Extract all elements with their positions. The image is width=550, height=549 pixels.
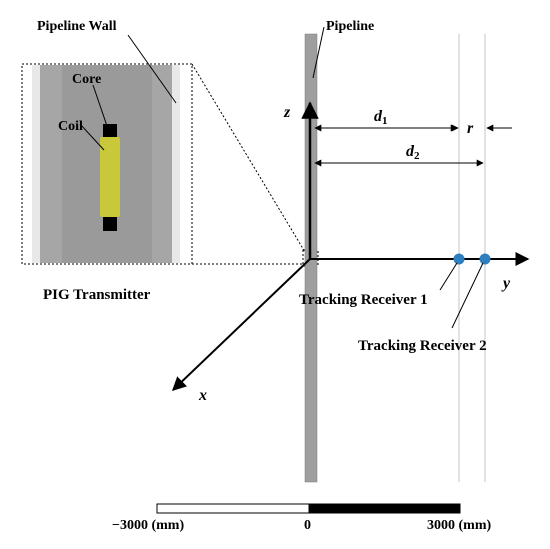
scale-bar-right-label: 3000 (mm) (427, 518, 491, 533)
inset-frame (21, 63, 193, 265)
x-axis (171, 258, 311, 391)
inset-pipe-band-left (40, 65, 62, 263)
y-axis-label: y (501, 275, 511, 292)
core-label: Core (72, 72, 101, 87)
pipeline-leader (312, 26, 325, 79)
d2-label: d2 (406, 143, 420, 162)
zoom-source-box (302, 249, 319, 267)
pipeline-wall-label: Pipeline Wall (37, 19, 117, 34)
d1-label: d1 (374, 108, 388, 127)
receiver-1-leader (439, 262, 458, 291)
scale-bar-white (156, 503, 310, 514)
inset-pipe-wall-left (32, 65, 40, 263)
tracking-receiver-1-label: Tracking Receiver 1 (299, 292, 428, 308)
scale-bar-left-label: −3000 (mm) (112, 518, 184, 533)
inset-pipe-wall-right (172, 65, 180, 263)
receiver-2-leader (451, 262, 484, 329)
zoom-line-top (191, 63, 306, 253)
tracking-receiver-1-marker (453, 253, 465, 265)
tracking-receiver-2-marker (479, 253, 491, 265)
coil-body (100, 137, 120, 217)
tracking-receiver-2-label: Tracking Receiver 2 (358, 338, 487, 354)
coil-leader (79, 123, 105, 151)
core-bottom (103, 217, 117, 231)
pipeline-wall-leader (127, 34, 177, 104)
coil-label: Coil (58, 119, 83, 134)
z-axis-label: z (283, 104, 291, 121)
pipeline-label: Pipeline (326, 19, 374, 34)
pig-transmitter-label: PIG Transmitter (43, 287, 151, 303)
core-top (103, 124, 117, 138)
x-axis-label: x (198, 387, 207, 404)
core-leader (92, 84, 108, 127)
pig-transmitter-inset: Pipeline Wall Core Coil PIG Transmitter (21, 19, 193, 303)
scale-bar: −3000 (mm) 0 3000 (mm) (112, 503, 491, 533)
r-label: r (467, 120, 474, 137)
scale-bar-black (308, 503, 461, 514)
scale-bar-mid-label: 0 (304, 518, 311, 533)
